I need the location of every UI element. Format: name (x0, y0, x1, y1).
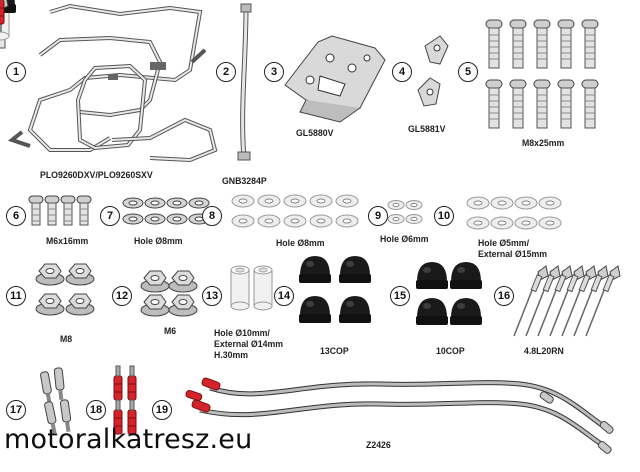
part-code-label: GNB3284P (222, 176, 267, 187)
rivet-icon (0, 0, 621, 337)
item-number: 6 (6, 206, 26, 226)
flange-nut-icon (140, 270, 198, 317)
watermark-text: motoralkatresz.eu (4, 424, 253, 455)
item-number: 5 (458, 62, 478, 82)
item-number: 16 (494, 286, 514, 306)
item-number: 15 (390, 286, 410, 306)
item-number: 19 (152, 400, 172, 420)
item-number: 9 (368, 206, 388, 226)
part-code-label: 4.8L20RN (524, 346, 564, 357)
item-number: 1 (6, 62, 26, 82)
part-code-label: Hole Ø10mm/ External Ø14mm H.30mm (214, 328, 283, 361)
washer-icon (466, 196, 562, 230)
item-number: 8 (202, 206, 222, 226)
part-code-label: PLO9260DXV/PLO9260SXV (40, 170, 153, 181)
item-number: 12 (112, 286, 132, 306)
long-bolt-icon (0, 0, 599, 129)
item-number: 4 (392, 62, 412, 82)
item-number: 3 (264, 62, 284, 82)
small-bracket-icon (417, 35, 449, 107)
part-code-label: 13COP (320, 346, 349, 357)
item-number: 10 (434, 206, 454, 226)
wiring-harness-icon (185, 377, 614, 454)
part-code-label: M8x25mm (522, 138, 565, 149)
part-code-label: GL5880V (296, 128, 334, 139)
small-washer-icon (0, 0, 423, 224)
part-code-label: Hole Ø8mm (134, 236, 183, 247)
part-code-label: Hole Ø8mm (276, 238, 325, 249)
spacer-icon (0, 0, 273, 311)
part-code-label: 10COP (436, 346, 465, 357)
part-code-label: Hole Ø5mm/ External Ø15mm (478, 238, 547, 260)
part-code-label: GL5881V (408, 124, 446, 135)
mounting-plate-icon (284, 35, 386, 123)
nut-cap-icon (416, 262, 482, 325)
item-number: 11 (6, 286, 26, 306)
item-number: 14 (274, 286, 294, 306)
item-number: 2 (216, 62, 236, 82)
spring-washer-icon (0, 0, 210, 225)
pannier-frame-icon (7, 3, 218, 163)
item-number: 17 (6, 400, 26, 420)
part-code-label: M6x16mm (46, 236, 89, 247)
part-code-label: M8 (60, 334, 73, 345)
part-code-label: M6 (164, 326, 177, 337)
part-code-label: Hole Ø6mm (380, 234, 429, 245)
red-connector-icon (0, 0, 137, 435)
item-number: 13 (202, 286, 222, 306)
part-code-label: Z2426 (366, 440, 391, 451)
strap-bar-icon (237, 3, 252, 161)
item-number: 18 (86, 400, 106, 420)
item-number: 7 (100, 206, 120, 226)
